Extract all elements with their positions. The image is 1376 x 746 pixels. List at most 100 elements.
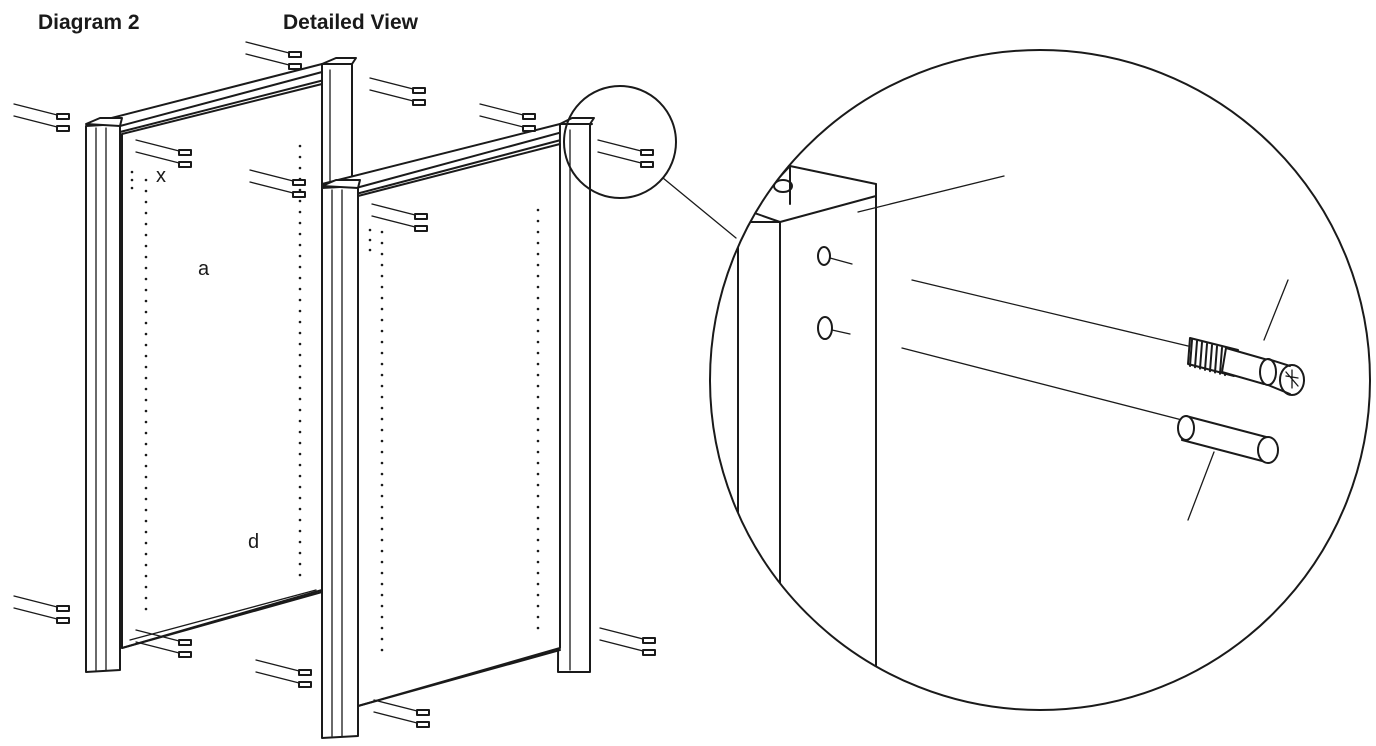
shelf-pin-hole: [298, 474, 302, 478]
part-label-a: a: [198, 258, 210, 280]
shelf-pin-hole: [130, 170, 134, 174]
shelf-pin-hole: [380, 582, 384, 586]
shelf-pin-hole: [536, 527, 540, 531]
shelf-pin-hole: [144, 321, 148, 325]
dowel-small: [414, 225, 428, 232]
right-cabinet: [321, 117, 595, 739]
shelf-pin-hole: [298, 232, 302, 236]
shelf-pin-hole: [298, 309, 302, 313]
shelf-pin-hole: [536, 461, 540, 465]
shelf-pin-hole: [144, 332, 148, 336]
shelf-pin-hole: [368, 248, 372, 252]
dowel-small: [56, 125, 70, 132]
detailed-view: [709, 49, 1371, 711]
shelf-pin-hole: [380, 450, 384, 454]
shelf-pin-hole: [368, 228, 372, 232]
shelf-pin-hole: [536, 560, 540, 564]
shelf-pin-hole: [298, 463, 302, 467]
shelf-pin-hole: [380, 296, 384, 300]
shelf-pin-hole: [298, 518, 302, 522]
shelf-pin-hole: [144, 365, 148, 369]
shelf-pin-hole: [298, 397, 302, 401]
shelf-pin-hole: [144, 541, 148, 545]
shelf-pin-hole: [380, 571, 384, 575]
shelf-pin-hole: [536, 252, 540, 256]
shelf-pin-hole: [298, 342, 302, 346]
shelf-pin-hole: [536, 406, 540, 410]
dowel-small: [178, 651, 192, 658]
shelf-pin-hole: [380, 252, 384, 256]
shelf-pin-hole: [144, 387, 148, 391]
dowel-small: [298, 681, 312, 688]
shelf-pin-hole: [298, 210, 302, 214]
shelf-pin-hole: [536, 417, 540, 421]
shelf-pin-hole: [144, 563, 148, 567]
dowel-small: [522, 125, 536, 132]
shelf-pin-hole: [298, 496, 302, 500]
shelf-pin-hole: [380, 230, 384, 234]
shelf-pin-hole: [536, 318, 540, 322]
dowel-small: [292, 191, 306, 198]
shelf-pin-hole: [536, 208, 540, 212]
shelf-pin-hole: [298, 254, 302, 258]
shelf-pin-hole: [536, 285, 540, 289]
right-panel: [357, 143, 561, 707]
shelf-pin-hole: [144, 409, 148, 413]
right-shelf-holes: [368, 208, 540, 652]
shelf-pin-hole: [536, 307, 540, 311]
shelf-pin-hole: [380, 472, 384, 476]
shelf-pin-hole: [380, 527, 384, 531]
shelf-pin-hole: [536, 571, 540, 575]
shelf-pin-hole: [536, 351, 540, 355]
shelf-pin-hole: [144, 585, 148, 589]
left-top-rail-edge: [119, 75, 341, 133]
shelf-pin-hole: [144, 222, 148, 226]
cam-bolt-small: [56, 113, 70, 120]
dowel-small: [416, 721, 430, 728]
shelf-pin-hole: [130, 186, 134, 190]
shelf-pin-hole: [144, 244, 148, 248]
cam-bolt-small: [178, 639, 192, 646]
shelf-pin-hole: [380, 637, 384, 641]
shelf-pin-hole: [380, 626, 384, 630]
shelf-pin-hole: [144, 453, 148, 457]
dowel-small: [288, 63, 302, 70]
shelf-pin-hole: [144, 475, 148, 479]
shelf-pin-hole: [144, 277, 148, 281]
shelf-pin-hole: [144, 398, 148, 402]
shelf-pin-hole: [380, 362, 384, 366]
shelf-pin-hole: [536, 362, 540, 366]
shelf-pin-hole: [298, 320, 302, 324]
shelf-pin-hole: [298, 441, 302, 445]
shelf-pin-hole: [380, 406, 384, 410]
shelf-pin-hole: [144, 497, 148, 501]
shelf-pin-hole: [368, 238, 372, 242]
shelf-pin-hole: [144, 519, 148, 523]
shelf-pin-hole: [298, 265, 302, 269]
shelf-pin-hole: [380, 560, 384, 564]
shelf-pin-hole: [536, 538, 540, 542]
shelf-pin-hole: [298, 507, 302, 511]
shelf-pin-hole: [536, 582, 540, 586]
shelf-pin-hole: [298, 386, 302, 390]
dowel-small: [642, 649, 656, 656]
shelf-pin-hole: [144, 420, 148, 424]
shelf-pin-hole: [536, 263, 540, 267]
shelf-pin-hole: [144, 552, 148, 556]
shelf-pin-hole: [380, 505, 384, 509]
shelf-pin-hole: [536, 230, 540, 234]
shelf-pin-hole: [380, 351, 384, 355]
shelf-pin-hole: [380, 263, 384, 267]
shelf-pin-hole: [380, 285, 384, 289]
right-back-post: [557, 121, 591, 673]
cam-bolt: [1187, 279, 1305, 396]
shelf-pin-hole: [144, 442, 148, 446]
detail-view-title: Detailed View: [283, 11, 419, 34]
shelf-pin-hole: [144, 200, 148, 204]
shelf-pin-hole: [144, 376, 148, 380]
part-label-d: d: [248, 531, 259, 553]
cam-bolt-small: [288, 51, 302, 58]
shelf-pin-hole: [144, 508, 148, 512]
cam-bolt-small: [412, 87, 426, 94]
shelf-pin-hole: [380, 461, 384, 465]
